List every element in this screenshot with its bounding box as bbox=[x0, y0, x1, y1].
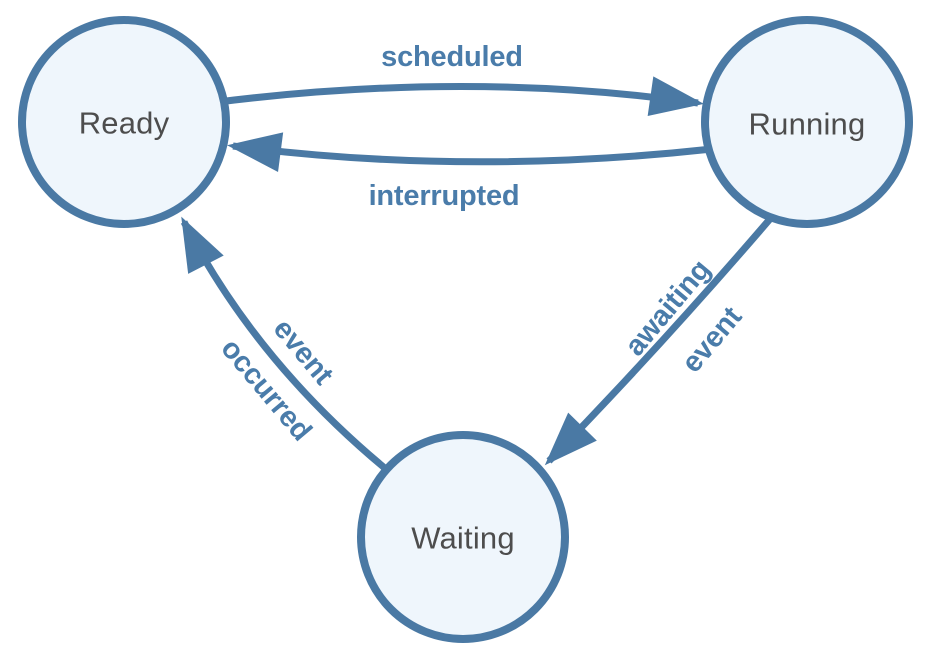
transition-event-occurred-arrow bbox=[180, 216, 395, 477]
state-node-waiting: Waiting bbox=[357, 431, 569, 643]
ready-state-circle bbox=[18, 16, 230, 228]
transition-awaiting-event-arrow bbox=[544, 209, 779, 466]
transitions bbox=[180, 76, 779, 477]
interrupted-transition-label: interrupted bbox=[369, 180, 520, 212]
running-state-label: Running bbox=[749, 107, 866, 142]
transition-scheduled-arrow bbox=[209, 76, 704, 117]
running-state-circle bbox=[701, 16, 913, 228]
ready-state-label: Ready bbox=[79, 106, 170, 141]
state-node-ready: Ready bbox=[18, 16, 230, 228]
waiting-state-circle bbox=[357, 431, 569, 643]
state-node-running: Running bbox=[701, 16, 913, 228]
waiting-state-label: Waiting bbox=[411, 521, 515, 556]
scheduled-transition-label: scheduled bbox=[381, 41, 523, 73]
state-nodes: Ready Running Waiting bbox=[18, 16, 913, 643]
transition-interrupted-arrow bbox=[227, 132, 713, 172]
